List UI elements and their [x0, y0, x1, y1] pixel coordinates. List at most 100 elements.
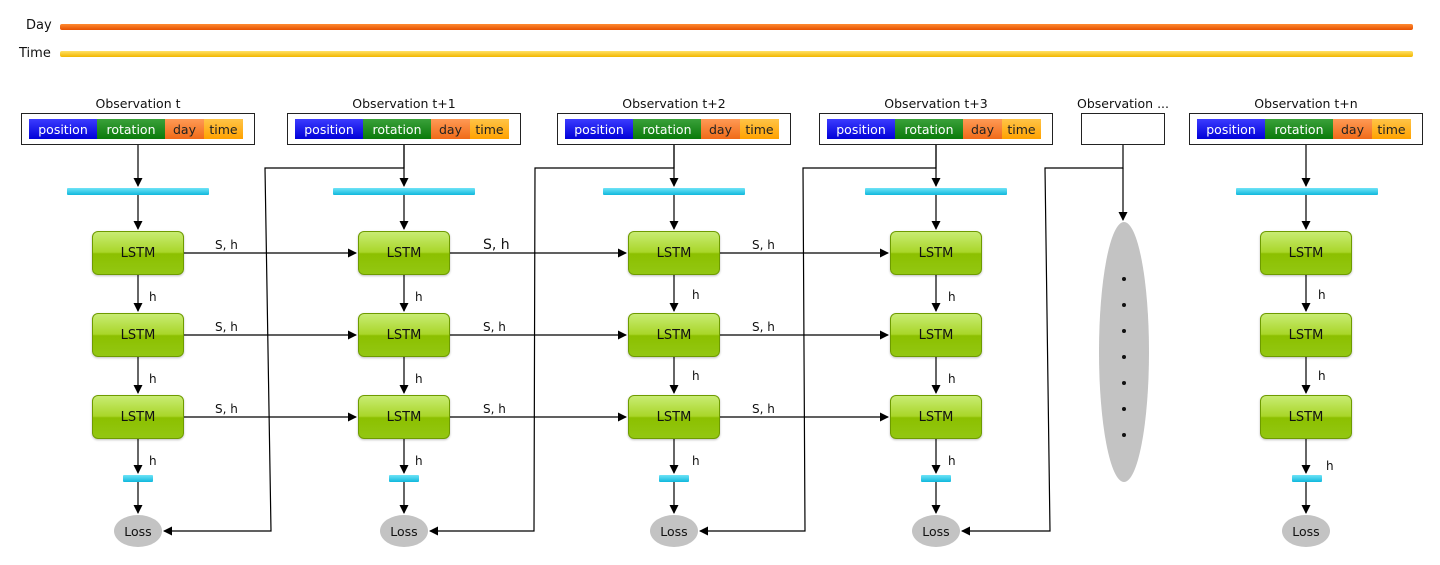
input-embedding-bar: [865, 188, 1007, 195]
observation-feature-box: position rotation day time: [557, 113, 791, 145]
loss-node: Loss: [650, 515, 698, 547]
input-embedding-bar: [333, 188, 475, 195]
position-segment: position: [29, 119, 97, 139]
observation-feature-box: position rotation day time: [1189, 113, 1423, 145]
ellipsis-dot: [1122, 355, 1126, 359]
connection-arrow: [961, 145, 1124, 536]
observation-feature-box: position rotation day time: [819, 113, 1053, 145]
lstm-cell-layer-3: LSTM: [92, 395, 184, 439]
hidden-label: h: [1326, 459, 1334, 473]
day-segment: day: [963, 119, 1002, 139]
position-segment: position: [827, 119, 895, 139]
position-segment: position: [1197, 119, 1265, 139]
state-label: S, h: [483, 237, 510, 253]
loss-node: Loss: [912, 515, 960, 547]
time-segment: time: [1002, 119, 1041, 139]
lstm-cell-layer-2: LSTM: [92, 313, 184, 357]
ellipsis-oval: [1099, 222, 1149, 482]
connection-arrow: [699, 145, 937, 536]
hidden-label: h: [948, 372, 956, 386]
lstm-cell-layer-2: LSTM: [358, 313, 450, 357]
loss-node: Loss: [1282, 515, 1330, 547]
lstm-cell-layer-1: LSTM: [92, 231, 184, 275]
hidden-label: h: [149, 372, 157, 386]
day-segment: day: [701, 119, 740, 139]
hidden-label: h: [149, 290, 157, 304]
lstm-cell-layer-3: LSTM: [1260, 395, 1352, 439]
hidden-label: h: [948, 290, 956, 304]
ellipsis-dot: [1122, 329, 1126, 333]
day-timeline-bar: [60, 24, 1413, 30]
time-legend-label: Time: [19, 46, 51, 61]
state-label: S, h: [215, 320, 238, 334]
hidden-label: h: [415, 454, 423, 468]
loss-node: Loss: [380, 515, 428, 547]
rotation-segment: rotation: [633, 119, 701, 139]
day-segment: day: [165, 119, 204, 139]
ellipsis-dot: [1122, 433, 1126, 437]
hidden-label: h: [415, 372, 423, 386]
input-embedding-bar: [603, 188, 745, 195]
ellipsis-dot: [1122, 303, 1126, 307]
time-segment: time: [1372, 119, 1411, 139]
lstm-cell-layer-1: LSTM: [358, 231, 450, 275]
observation-title: Observation t+3: [884, 96, 988, 111]
hidden-label: h: [415, 290, 423, 304]
lstm-cell-layer-3: LSTM: [628, 395, 720, 439]
lstm-cell-layer-1: LSTM: [1260, 231, 1352, 275]
output-bar: [659, 475, 689, 482]
loss-node: Loss: [114, 515, 162, 547]
empty-observation-box: [1081, 113, 1165, 145]
hidden-label: h: [692, 454, 700, 468]
lstm-cell-layer-3: LSTM: [890, 395, 982, 439]
lstm-cell-layer-1: LSTM: [628, 231, 720, 275]
lstm-cell-layer-2: LSTM: [1260, 313, 1352, 357]
output-bar: [123, 475, 153, 482]
input-embedding-bar: [67, 188, 209, 195]
input-embedding-bar: [1236, 188, 1378, 195]
time-segment: time: [740, 119, 779, 139]
connection-arrow: [429, 145, 675, 536]
state-label: S, h: [752, 402, 775, 416]
hidden-label: h: [149, 454, 157, 468]
observation-feature-box: position rotation day time: [287, 113, 521, 145]
hidden-label: h: [948, 454, 956, 468]
rotation-segment: rotation: [363, 119, 431, 139]
hidden-label: h: [692, 288, 700, 302]
state-label: S, h: [752, 320, 775, 334]
day-segment: day: [1333, 119, 1372, 139]
state-label: S, h: [752, 238, 775, 252]
rotation-segment: rotation: [97, 119, 165, 139]
output-bar: [921, 475, 951, 482]
position-segment: position: [295, 119, 363, 139]
observation-feature-box: position rotation day time: [21, 113, 255, 145]
lstm-cell-layer-3: LSTM: [358, 395, 450, 439]
connection-arrow: [163, 145, 405, 536]
observation-title: Observation t+n: [1254, 96, 1358, 111]
day-segment: day: [431, 119, 470, 139]
lstm-cell-layer-2: LSTM: [890, 313, 982, 357]
time-segment: time: [470, 119, 509, 139]
ellipsis-dot: [1122, 407, 1126, 411]
ellipsis-dot: [1122, 277, 1126, 281]
state-label: S, h: [215, 238, 238, 252]
ellipsis-dot: [1122, 381, 1126, 385]
position-segment: position: [565, 119, 633, 139]
hidden-label: h: [1318, 288, 1326, 302]
hidden-label: h: [692, 369, 700, 383]
rotation-segment: rotation: [895, 119, 963, 139]
output-bar: [1292, 475, 1322, 482]
lstm-cell-layer-1: LSTM: [890, 231, 982, 275]
output-bar: [389, 475, 419, 482]
hidden-label: h: [1318, 369, 1326, 383]
state-label: S, h: [483, 320, 506, 334]
observation-title: Observation t: [95, 96, 181, 111]
time-timeline-bar: [60, 51, 1413, 57]
state-label: S, h: [215, 402, 238, 416]
day-legend-label: Day: [26, 18, 52, 33]
observation-title: Observation t+1: [352, 96, 456, 111]
lstm-cell-layer-2: LSTM: [628, 313, 720, 357]
observation-title: Observation t+2: [622, 96, 726, 111]
